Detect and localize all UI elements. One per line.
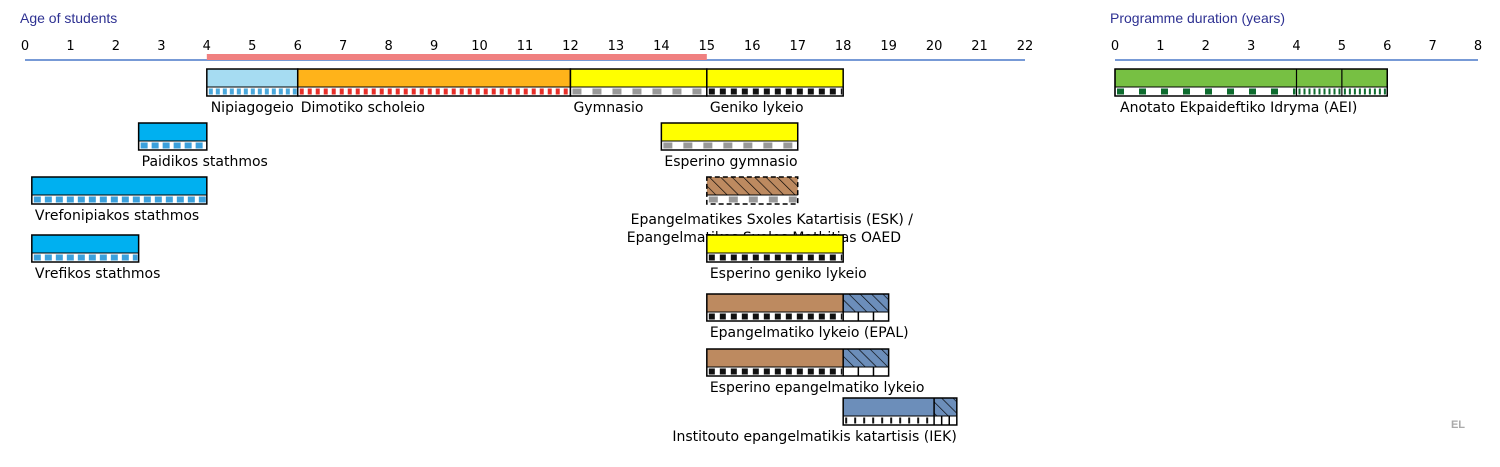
tertiary-segment bbox=[1341, 69, 1388, 96]
duration-tick-label: 1 bbox=[1156, 39, 1164, 54]
age-axis-title: Age of students bbox=[20, 10, 117, 26]
duration-axis-ticks: 0 1 2 3 4 5 6 7 8 bbox=[1111, 39, 1482, 54]
programme-fill bbox=[31, 177, 207, 195]
duration-tick-label: 0 bbox=[1111, 39, 1119, 54]
duration-tick-label: 8 bbox=[1474, 39, 1482, 54]
age-tick-label: 13 bbox=[608, 39, 625, 54]
programme-fill bbox=[706, 349, 844, 367]
programme-esperino-geniko: Esperino geniko lykeio bbox=[706, 234, 867, 282]
programme-label: Epangelmatikes Sxoles Katartisis (ESK) / bbox=[631, 212, 914, 228]
programme-paidikos: Paidikos stathmos bbox=[137, 122, 268, 170]
age-tick-label: 9 bbox=[430, 39, 438, 54]
programme-epal: Epangelmatiko lykeio (EPAL) bbox=[706, 293, 909, 341]
age-tick-label: 8 bbox=[384, 39, 392, 54]
age-tick-label: 22 bbox=[1017, 39, 1034, 54]
duration-tick-label: 4 bbox=[1292, 39, 1300, 54]
tertiary-programme: Anotato Ekpaideftiko Idryma (AEI) bbox=[1114, 68, 1388, 116]
age-tick-label: 2 bbox=[112, 39, 120, 54]
duration-tick-label: 6 bbox=[1383, 39, 1391, 54]
age-tick-label: 15 bbox=[699, 39, 716, 54]
programme-vrefonipiakos: Vrefonipiakos stathmos bbox=[31, 176, 208, 224]
programme-vrefikos: Vrefikos stathmos bbox=[31, 234, 161, 282]
age-tick-label: 4 bbox=[203, 39, 211, 54]
programme-fill bbox=[706, 294, 844, 312]
age-tick-label: 14 bbox=[653, 39, 670, 54]
programme-nipiagogeio: Nipiagogeio bbox=[206, 68, 299, 116]
programme-dimotiko: Dimotiko scholeio bbox=[296, 68, 572, 116]
country-code: EL bbox=[1451, 419, 1465, 431]
programme-fill bbox=[706, 69, 844, 87]
programme-label: Esperino epangelmatiko lykeio bbox=[710, 380, 925, 396]
programme-fill bbox=[570, 69, 707, 87]
programme-label: Dimotiko scholeio bbox=[301, 100, 425, 116]
programme-label: Esperino geniko lykeio bbox=[710, 266, 867, 282]
tertiary-label: Anotato Ekpaideftiko Idryma (AEI) bbox=[1120, 100, 1357, 116]
age-tick-label: 11 bbox=[517, 39, 534, 54]
programme-geniko-lykeio: Geniko lykeio bbox=[706, 68, 844, 116]
age-tick-label: 5 bbox=[248, 39, 256, 54]
programme-gymnasio: Gymnasio bbox=[569, 68, 708, 116]
programme-label: Paidikos stathmos bbox=[142, 154, 268, 170]
age-tick-label: 21 bbox=[971, 39, 988, 54]
age-tick-label: 19 bbox=[880, 39, 897, 54]
programme-label: Esperino gymnasio bbox=[664, 154, 797, 170]
age-tick-label: 3 bbox=[157, 39, 165, 54]
duration-tick-label: 3 bbox=[1247, 39, 1255, 54]
programme-esperino-gymnasio: Esperino gymnasio bbox=[660, 122, 799, 170]
age-tick-label: 17 bbox=[789, 39, 806, 54]
programme-fill bbox=[206, 69, 298, 87]
programme-label: Gymnasio bbox=[573, 100, 643, 116]
programme-boxes: Nipiagogeio Dimotiko scholeio Gymnasio Geni… bbox=[31, 68, 958, 445]
programme-label: Institouto epangelmatikis katartisis (IE… bbox=[672, 429, 956, 445]
programme-label: Epangelmatiko lykeio (EPAL) bbox=[710, 325, 909, 341]
programme-fill bbox=[138, 123, 207, 141]
compulsory-education-bar bbox=[206, 54, 707, 60]
programme-fill bbox=[297, 69, 571, 87]
programme-fill bbox=[661, 123, 798, 141]
programme-label: Vrefonipiakos stathmos bbox=[35, 208, 199, 224]
tertiary-segment bbox=[1295, 69, 1342, 96]
age-tick-label: 20 bbox=[926, 39, 943, 54]
age-tick-label: 16 bbox=[744, 39, 761, 54]
age-tick-label: 10 bbox=[471, 39, 488, 54]
programme-fill bbox=[843, 398, 935, 416]
programme-label: Geniko lykeio bbox=[710, 100, 804, 116]
age-tick-label: 0 bbox=[21, 39, 29, 54]
age-tick-label: 12 bbox=[562, 39, 579, 54]
programme-label: Vrefikos stathmos bbox=[35, 266, 161, 282]
programme-fill bbox=[706, 235, 844, 253]
duration-tick-label: 7 bbox=[1428, 39, 1436, 54]
programme-fill bbox=[31, 235, 139, 253]
age-tick-label: 6 bbox=[294, 39, 302, 54]
programme-iek: Institouto epangelmatikis katartisis (IE… bbox=[672, 397, 958, 445]
age-tick-label: 7 bbox=[339, 39, 347, 54]
programme-esperino-epal: Esperino epangelmatiko lykeio bbox=[706, 348, 925, 396]
duration-axis-title: Programme duration (years) bbox=[1110, 10, 1285, 26]
programme-label: Nipiagogeio bbox=[211, 100, 294, 116]
tertiary-fill bbox=[1115, 69, 1388, 87]
age-tick-label: 18 bbox=[835, 39, 852, 54]
age-tick-label: 1 bbox=[66, 39, 74, 54]
duration-tick-label: 5 bbox=[1338, 39, 1346, 54]
duration-tick-label: 2 bbox=[1202, 39, 1210, 54]
